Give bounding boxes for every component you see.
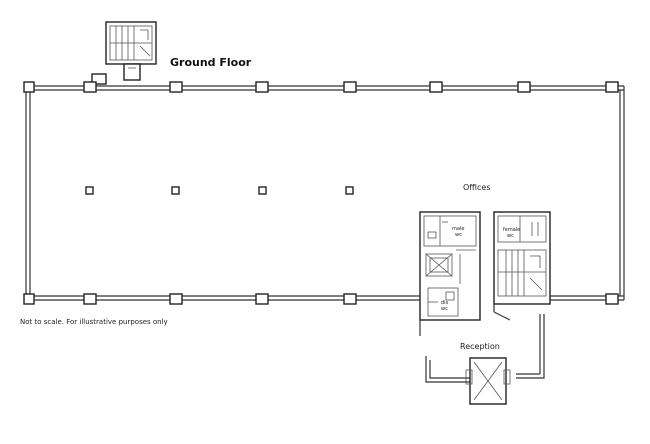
female-wc-label-2: wc	[507, 233, 514, 239]
top-stair-tower	[105, 21, 157, 81]
female-wc-label-1: female	[503, 227, 520, 233]
wall-notch	[91, 73, 107, 85]
male-wc-label-2: wc	[455, 232, 462, 238]
right-core	[493, 211, 551, 305]
bottom-wall-piers	[23, 293, 619, 305]
top-wall-piers	[23, 81, 619, 93]
left-core	[419, 211, 481, 321]
reception-area	[419, 304, 545, 405]
dis-wc-label-2: wc	[441, 306, 448, 312]
scale-disclaimer: Not to scale. For illustrative purposes …	[20, 318, 168, 326]
floor-title: Ground Floor	[170, 56, 252, 69]
dis-wc-label-1: dis	[441, 300, 449, 306]
interior-columns	[85, 186, 354, 195]
reception-label: Reception	[460, 342, 500, 351]
male-wc-label-1: male	[452, 226, 464, 232]
offices-label: Offices	[463, 183, 491, 192]
